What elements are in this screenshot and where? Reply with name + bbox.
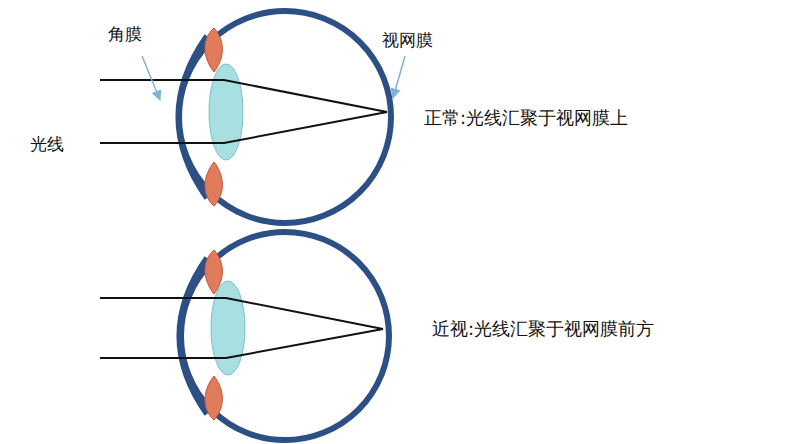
part-name: 视网膜 — [382, 30, 433, 50]
caption-text: 近视:光线汇聚于视网膜前方 — [432, 318, 654, 340]
cornea-leader — [142, 56, 160, 100]
part-name: 光线 — [30, 134, 64, 154]
retina-leader — [393, 56, 405, 98]
normal-eye — [100, 11, 391, 223]
part-name: 角膜 — [108, 24, 142, 44]
caption-text: 正常:光线汇聚于视网膜上 — [424, 107, 628, 129]
myopic-eye — [100, 232, 389, 440]
